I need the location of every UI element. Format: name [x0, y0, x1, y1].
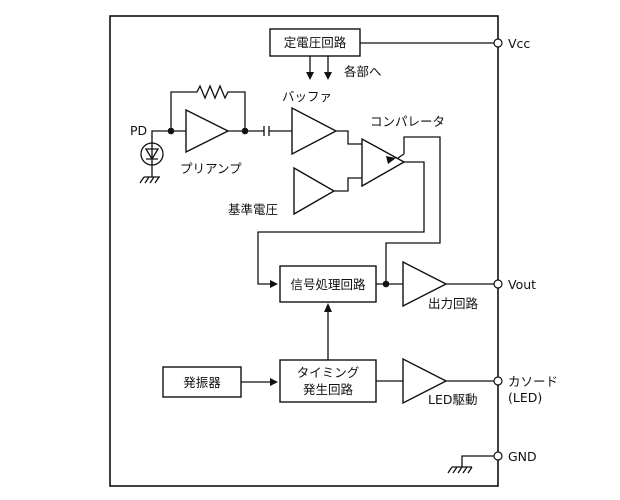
coupling-capacitor-icon: [263, 126, 270, 136]
ic-outline: [109, 15, 499, 487]
photodiode-symbol: [144, 143, 160, 165]
comparator-label: コンパレータ: [370, 114, 445, 129]
reference-amplifier-icon: [293, 166, 336, 216]
led-driver-amplifier-icon: [402, 357, 448, 405]
cathode-pin: [493, 376, 503, 386]
supply-arrowhead-2: [324, 72, 332, 80]
output-circuit-label: 出力回路: [428, 296, 479, 311]
feedback-entry: [397, 153, 405, 159]
preamp-output-node: [241, 127, 249, 135]
buffer-amplifier-icon: [291, 106, 338, 156]
gnd-ground-icon: [447, 466, 473, 474]
timing-generator-box: [279, 359, 377, 403]
gnd-pin: [493, 451, 503, 461]
signal-processing-label: 信号処理回路: [290, 277, 366, 292]
signal-processing-box: [279, 265, 377, 303]
comparator-amplifier-icon: [361, 137, 406, 188]
pd-ground-icon: [139, 176, 160, 184]
supply-arrowhead-1: [306, 72, 314, 80]
regulator-label: 定電圧回路: [284, 35, 347, 50]
gnd-pin-label: GND: [508, 449, 537, 464]
cathode-pin-label: カソード: [508, 374, 558, 389]
reference-voltage-label: 基準電圧: [228, 202, 278, 217]
vout-pin-label: Vout: [508, 277, 536, 292]
timing-label-line2: 発生回路: [303, 382, 354, 397]
oscillator-box: [162, 366, 242, 398]
reference-to-comparator-wire: [334, 177, 362, 192]
buffer-to-comparator-wire: [336, 130, 362, 145]
vout-pin: [493, 279, 503, 289]
vcc-pin: [493, 38, 503, 48]
pd-to-preamp-wire: [151, 130, 186, 143]
timing-arrowhead: [324, 303, 332, 312]
pd-label: PD: [130, 123, 147, 138]
to-each-section-label: 各部へ: [344, 64, 382, 79]
comparator-output-wire: [257, 161, 425, 285]
feedback-resistor-icon: [170, 84, 246, 131]
oscillator-label: 発振器: [183, 375, 221, 390]
timing-label-line1: タイミング: [297, 365, 360, 380]
buffer-label: バッファ: [282, 89, 332, 104]
hysteresis-feedback-wire: [385, 136, 441, 284]
output-node: [382, 280, 390, 288]
cathode-led-label: (LED): [508, 390, 542, 405]
signal-input-arrowhead: [270, 280, 278, 288]
output-amplifier-icon: [402, 260, 448, 308]
led-drive-label: LED駆動: [428, 392, 478, 407]
regulator-box: [269, 28, 361, 57]
preamp-amplifier-icon: [185, 108, 230, 154]
gnd-wire: [461, 455, 494, 467]
preamp-label: プリアンプ: [180, 161, 242, 176]
vcc-pin-label: Vcc: [508, 36, 530, 51]
feedback-arrowhead: [386, 156, 396, 164]
oscillator-arrowhead: [270, 378, 278, 386]
